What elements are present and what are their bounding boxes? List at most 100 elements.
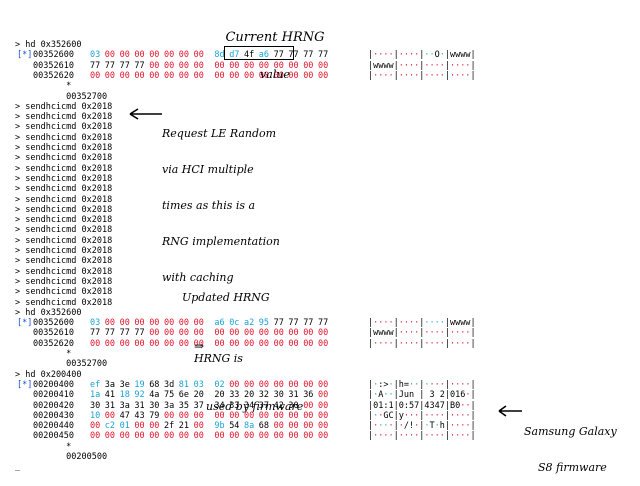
ascii-segment: ···· [398, 431, 420, 442]
ascii-segment: | [393, 318, 399, 329]
ascii-segment: | [470, 431, 476, 442]
hex-byte: 00 [164, 410, 175, 421]
ascii-segment: ···· [373, 318, 394, 329]
command-text: > sendhcicmd 0x2018 [15, 215, 113, 226]
hex-byte: 10 [90, 410, 101, 421]
hex-byte: 00 [164, 328, 175, 339]
hex-byte: 00 [104, 50, 116, 61]
ascii-segment: ·· [378, 421, 389, 432]
hex-byte: 00 [229, 328, 240, 339]
command-text: > sendhcicmd 0x2018 [15, 276, 113, 287]
hex-byte: 00 [288, 328, 299, 339]
hex-byte: 68 [149, 379, 160, 390]
ascii-segment: wwww [373, 328, 394, 339]
hex-byte: 75 [164, 390, 175, 401]
ascii-segment: · [373, 410, 379, 421]
command-line: > sendhcicmd 0x2018 [15, 298, 635, 308]
ascii-segment: | [419, 400, 425, 411]
ascii-segment: ···· [450, 421, 471, 432]
command-line: > sendhcicmd 0x2018 [15, 174, 635, 184]
hex-address: 00200450 [33, 431, 74, 442]
ascii-segment: | [470, 318, 476, 329]
hex-address: 00200400 [33, 379, 74, 390]
annotation-samsung-firmware: Samsung Galaxy S8 firmware [524, 402, 617, 486]
ascii-segment: ·· [383, 390, 394, 401]
hex-byte: 00 [318, 431, 329, 442]
ascii-segment: GC [383, 410, 394, 421]
hex-byte: 00 [164, 50, 175, 61]
ascii-segment: ···· [449, 328, 471, 339]
hex-byte: 00 [119, 50, 130, 61]
ascii-segment: | [368, 50, 374, 61]
output-text: _ [15, 462, 21, 473]
ascii-segment: ·· [460, 400, 471, 411]
hex-byte: 8d [214, 50, 225, 61]
hex-byte: 00 [149, 338, 160, 349]
ascii-segment: ···· [398, 50, 420, 61]
hex-byte: 00 [303, 338, 314, 349]
ascii-segment: | [419, 50, 425, 61]
ascii-segment: | [368, 431, 374, 442]
hex-byte: 00 [90, 431, 101, 442]
ascii-segment: | [444, 50, 450, 61]
hex-byte: 34 [214, 400, 225, 411]
hex-byte: 00 [288, 379, 299, 390]
command-text: > sendhcicmd 0x2018 [15, 184, 113, 195]
hex-byte: 77 [119, 328, 130, 339]
output-text: * [15, 441, 72, 452]
command-line: > sendhcicmd 0x2018 [15, 256, 635, 266]
ascii-segment: ···· [424, 70, 445, 81]
hex-byte: 8a [244, 421, 255, 432]
ascii-segment: | [444, 431, 450, 442]
command-line: > sendhcicmd 0x2018 [15, 133, 635, 143]
command-line: > sendhcicmd 0x2018 [15, 215, 635, 225]
hex-byte: 00 [178, 338, 190, 349]
ascii-segment: ···· [449, 338, 471, 349]
hex-byte: 32 [258, 390, 270, 401]
ascii-segment: wwww [373, 60, 394, 71]
hex-byte: 00 [214, 338, 225, 349]
ascii-segment: ···· [373, 338, 394, 349]
ascii-segment: · [388, 379, 394, 390]
hex-byte: 35 [178, 400, 190, 411]
ascii-segment: | [419, 390, 425, 401]
command-line: > sendhcicmd 0x2018 [15, 205, 635, 215]
ascii-segment: · [373, 390, 379, 401]
annotation-updated-line1: Updated HRNG [182, 291, 270, 304]
hex-byte: 33 [229, 390, 240, 401]
ascii-segment: wwww [449, 318, 471, 329]
ascii-column: |·:>·|h=··|····|····| [368, 380, 476, 390]
ascii-segment: | [393, 410, 399, 421]
hex-byte: 77 [104, 328, 116, 339]
hex-byte: 00 [318, 410, 329, 421]
command-text: > hd 0x352600 [15, 307, 82, 318]
ascii-segment: ···· [398, 328, 420, 339]
hex-byte: 00 [288, 421, 299, 432]
hex-byte: 00 [258, 70, 270, 81]
command-text: > sendhcicmd 0x2018 [15, 266, 113, 277]
hex-byte: 00 [318, 400, 329, 411]
hex-byte: 3a [119, 400, 130, 411]
hex-byte: 30 [149, 400, 160, 411]
hex-byte: 3a [164, 400, 175, 411]
hex-byte: 0c [229, 318, 240, 329]
hex-byte: 00 [193, 318, 204, 329]
output-line: _ [15, 462, 635, 472]
hex-byte: 2f [164, 421, 175, 432]
hex-byte: 00 [288, 431, 299, 442]
command-text: > sendhcicmd 0x2018 [15, 143, 113, 153]
hex-byte: 00 [104, 338, 116, 349]
ascii-segment: | [393, 50, 399, 61]
command-line: > sendhcicmd 0x2018 [15, 143, 635, 153]
hex-byte: 00 [318, 421, 329, 432]
hex-byte: 77 [288, 318, 299, 329]
annotation-request-line2: via HCI multiple [162, 163, 254, 176]
hex-byte: 00 [318, 379, 329, 390]
hex-byte: 47 [119, 410, 130, 421]
hex-byte: 00 [164, 431, 175, 442]
ascii-segment: | [470, 338, 476, 349]
